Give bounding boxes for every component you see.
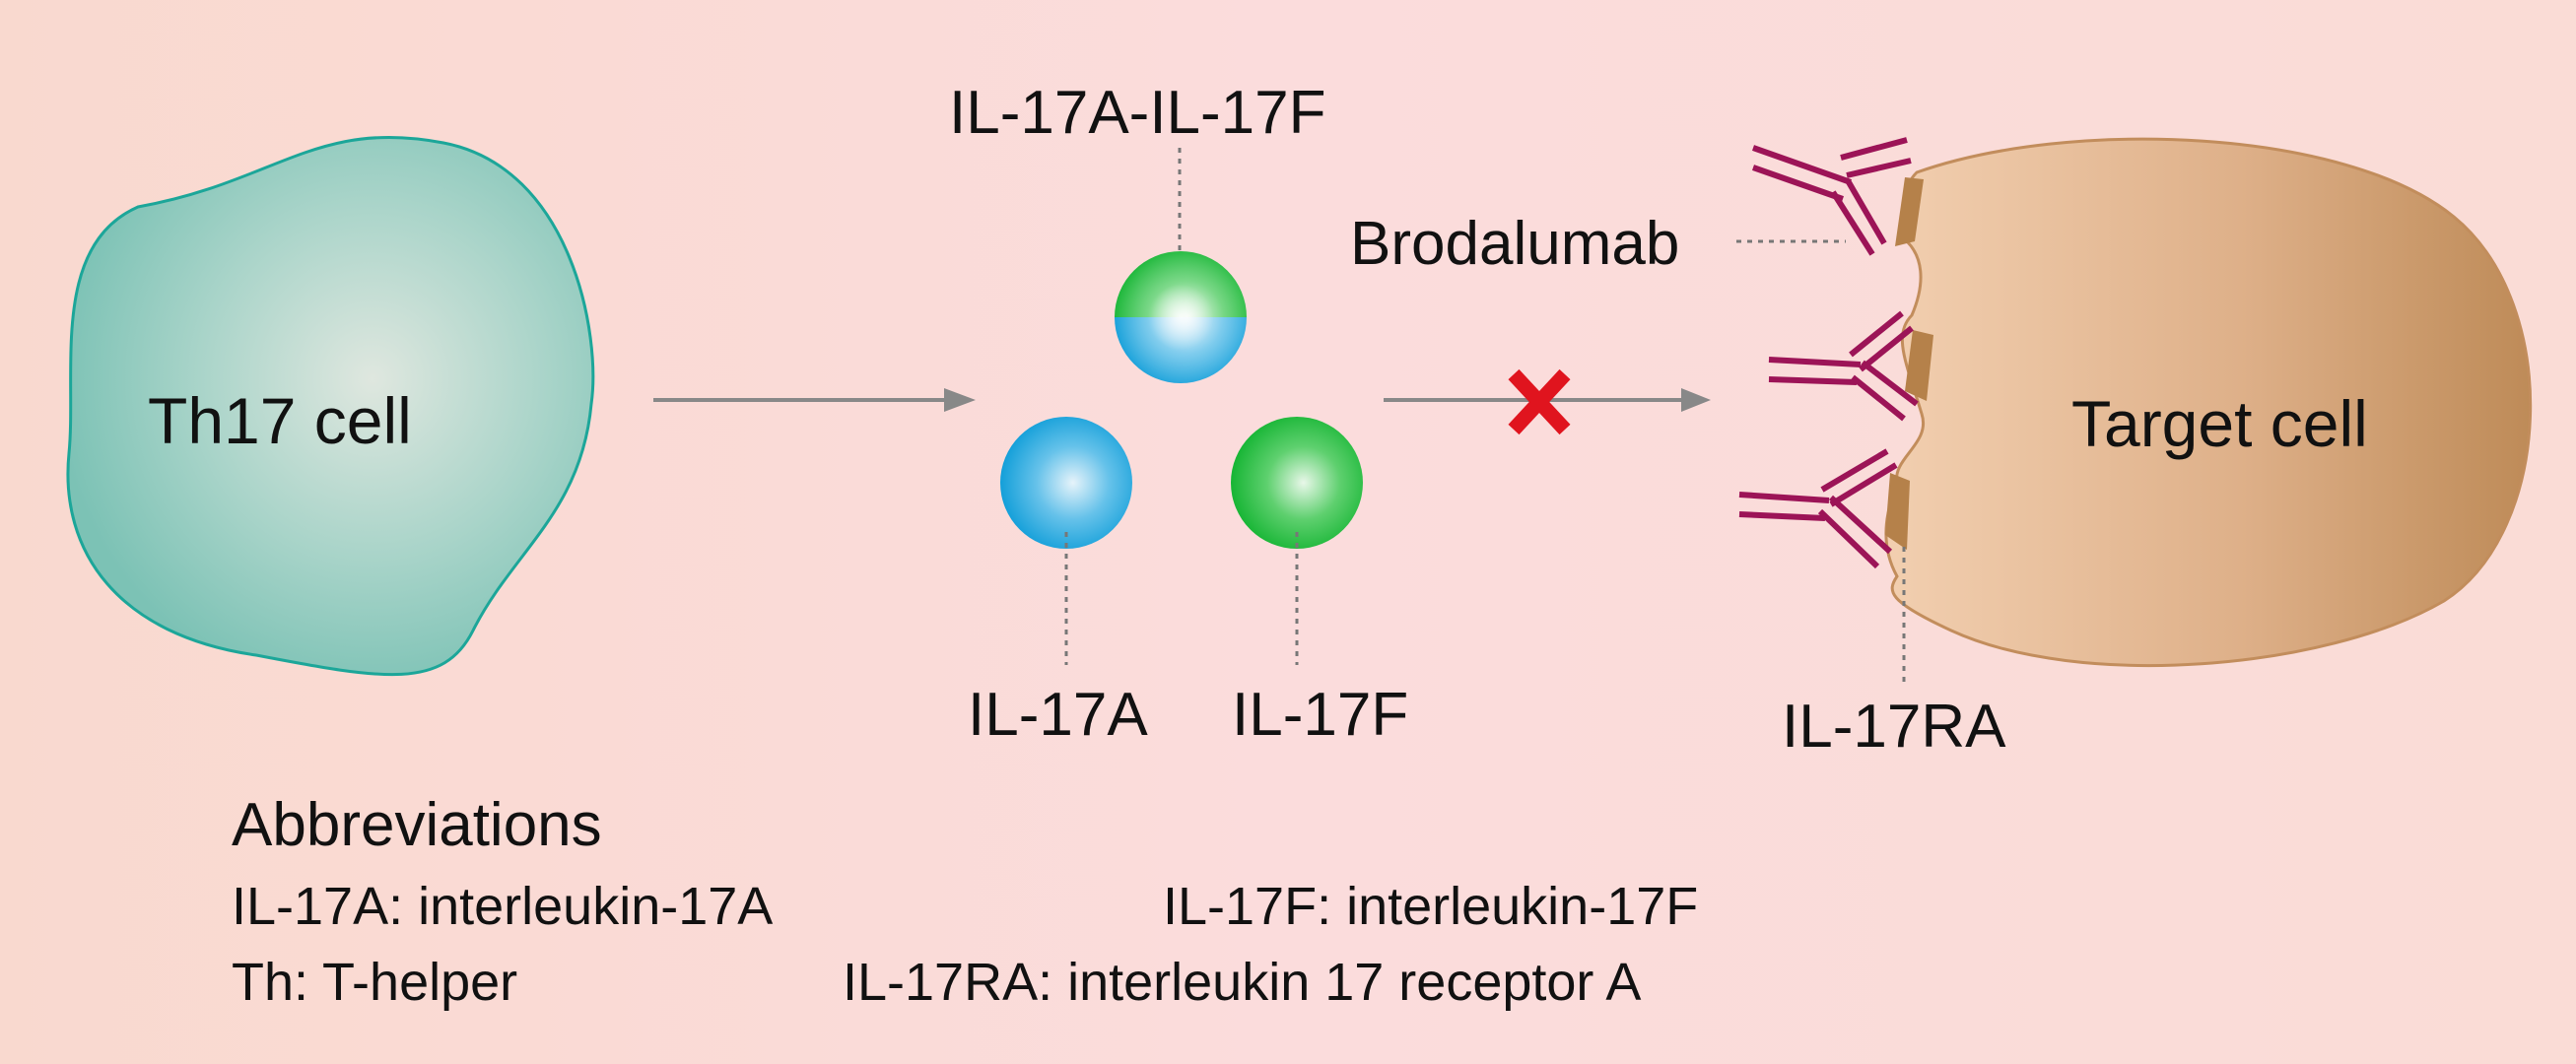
il17a-cytokine	[1000, 417, 1132, 549]
target-cell-shape	[1884, 137, 2533, 668]
brodalumab-antibody	[1768, 310, 1919, 422]
il17ra-receptor	[1895, 177, 1924, 246]
il17ra-label: IL-17RA	[1782, 693, 2006, 761]
target-cell-label: Target cell	[2071, 387, 2368, 460]
il17a-il17f-heterodimer	[1115, 251, 1247, 383]
heterodimer-label: IL-17A-IL-17F	[949, 79, 1326, 147]
th17-cell-label: Th17 cell	[148, 384, 412, 457]
il17ra-receptor	[1905, 330, 1933, 401]
brodalumab-label: Brodalumab	[1350, 210, 1679, 278]
arrowhead-cytokines-to-target	[1681, 388, 1711, 412]
il17a-label: IL-17A	[968, 681, 1148, 749]
abbr-il17a: IL-17A: interleukin-17A	[232, 877, 773, 936]
brodalumab-antibody	[1752, 137, 1912, 256]
th17-cell-shape	[66, 135, 595, 677]
abbr-il17ra: IL-17RA: interleukin 17 receptor A	[843, 953, 1641, 1012]
abbreviations-heading: Abbreviations	[232, 791, 602, 859]
il17f-label: IL-17F	[1232, 681, 1408, 749]
brodalumab-antibody	[1738, 448, 1898, 569]
il17f-cytokine	[1231, 417, 1363, 549]
il17ra-receptor	[1885, 473, 1910, 550]
blocked-x-icon	[1508, 368, 1571, 435]
abbr-il17f: IL-17F: interleukin-17F	[1163, 877, 1698, 936]
abbr-th: Th: T-helper	[232, 953, 517, 1012]
arrowhead-th17-to-cytokines	[944, 388, 976, 412]
